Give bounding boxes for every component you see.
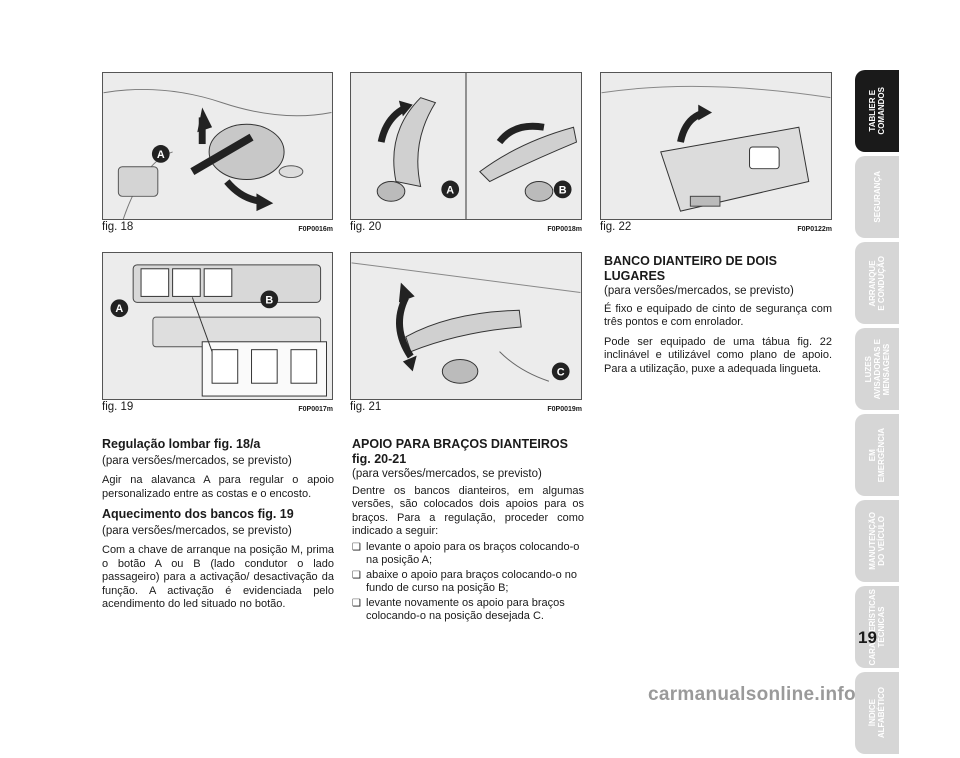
tab-arranque-conducao[interactable]: ARRANQUE E CONDUÇÃO xyxy=(855,242,899,324)
svg-text:C: C xyxy=(557,366,565,378)
tab-tablier-comandos[interactable]: TABLIER E COMANDOS xyxy=(855,70,899,152)
svg-text:B: B xyxy=(265,294,273,306)
tab-em-emergencia[interactable]: EM EMERGÊNCIA xyxy=(855,414,899,496)
armrest-section: APOIO PARA BRAÇOS DIANTEIROS fig. 20-21 … xyxy=(352,437,584,625)
bench-body-2: Pode ser equipado de uma tábua fig. 22 i… xyxy=(604,335,832,375)
tab-indice[interactable]: ÍNDICE ALFABÉTICO xyxy=(855,672,899,754)
figure-20-armrest-positions: A B xyxy=(350,72,582,220)
section-tabs: TABLIER E COMANDOS SEGURANÇA ARRANQUE E … xyxy=(855,70,899,758)
two-seat-bench-section: BANCO DIANTEIRO DE DOIS LUGARES (para ve… xyxy=(604,254,832,382)
bench-subtitle: (para versões/mercados, se previsto) xyxy=(604,285,794,297)
tab-manutencao[interactable]: MANUTENÇÃO DO VEÍCULO xyxy=(855,500,899,582)
armrest-steps: levante o apoio para os braços colocando… xyxy=(352,541,584,624)
armrest-body: Dentre os bancos dianteiros, em algumas … xyxy=(352,484,584,538)
lumbar-body: Agir na alavanca A para regular o apoio … xyxy=(102,474,334,500)
watermark: carmanualsonline.info xyxy=(648,684,856,705)
bench-heading: BANCO DIANTEIRO DE DOIS LUGARES xyxy=(604,254,777,283)
lumbar-subtitle: (para versões/mercados, se previsto) xyxy=(102,454,292,467)
tab-luzes-avisadoras[interactable]: LUZES AVISADORAS E MENSAGENS xyxy=(855,328,899,410)
armrest-subtitle: (para versões/mercados, se previsto) xyxy=(352,468,542,480)
heating-subtitle: (para versões/mercados, se previsto) xyxy=(102,524,292,537)
list-item: abaixe o apoio para braços colocando-o n… xyxy=(352,569,584,596)
heating-body: Com a chave de arranque na posição M, pr… xyxy=(102,544,334,610)
svg-text:B: B xyxy=(559,184,567,196)
lumbar-heating-section: Regulação lombar fig. 18/a (para versões… xyxy=(102,437,334,618)
svg-text:A: A xyxy=(115,303,123,315)
page-number: 19 xyxy=(858,628,877,647)
armrest-heading: APOIO PARA BRAÇOS DIANTEIROS fig. 20-21 xyxy=(352,437,568,466)
figure-22-folding-table xyxy=(600,72,832,220)
bench-body-1: É fixo e equipado de cinto de segurança … xyxy=(604,302,832,329)
tab-seguranca[interactable]: SEGURANÇA xyxy=(855,156,899,238)
heating-heading: Aquecimento dos bancos fig. 19 xyxy=(102,507,294,521)
lumbar-heading: Regulação lombar fig. 18/a xyxy=(102,437,261,451)
list-item: levante novamente os apoio para braços c… xyxy=(352,597,584,624)
list-item: levante o apoio para os braços colocando… xyxy=(352,541,584,568)
figure-18-lumbar-lever: A xyxy=(102,72,333,220)
tab-caracteristicas[interactable]: CARACTERÍSTICAS TÉCNICAS xyxy=(855,586,899,668)
svg-text:A: A xyxy=(446,184,454,196)
figure-19-seat-heating-buttons: A B xyxy=(102,252,333,400)
marker-a xyxy=(151,145,170,163)
svg-text:A: A xyxy=(157,149,165,161)
figure-21-armrest-adjust: C xyxy=(350,252,582,400)
